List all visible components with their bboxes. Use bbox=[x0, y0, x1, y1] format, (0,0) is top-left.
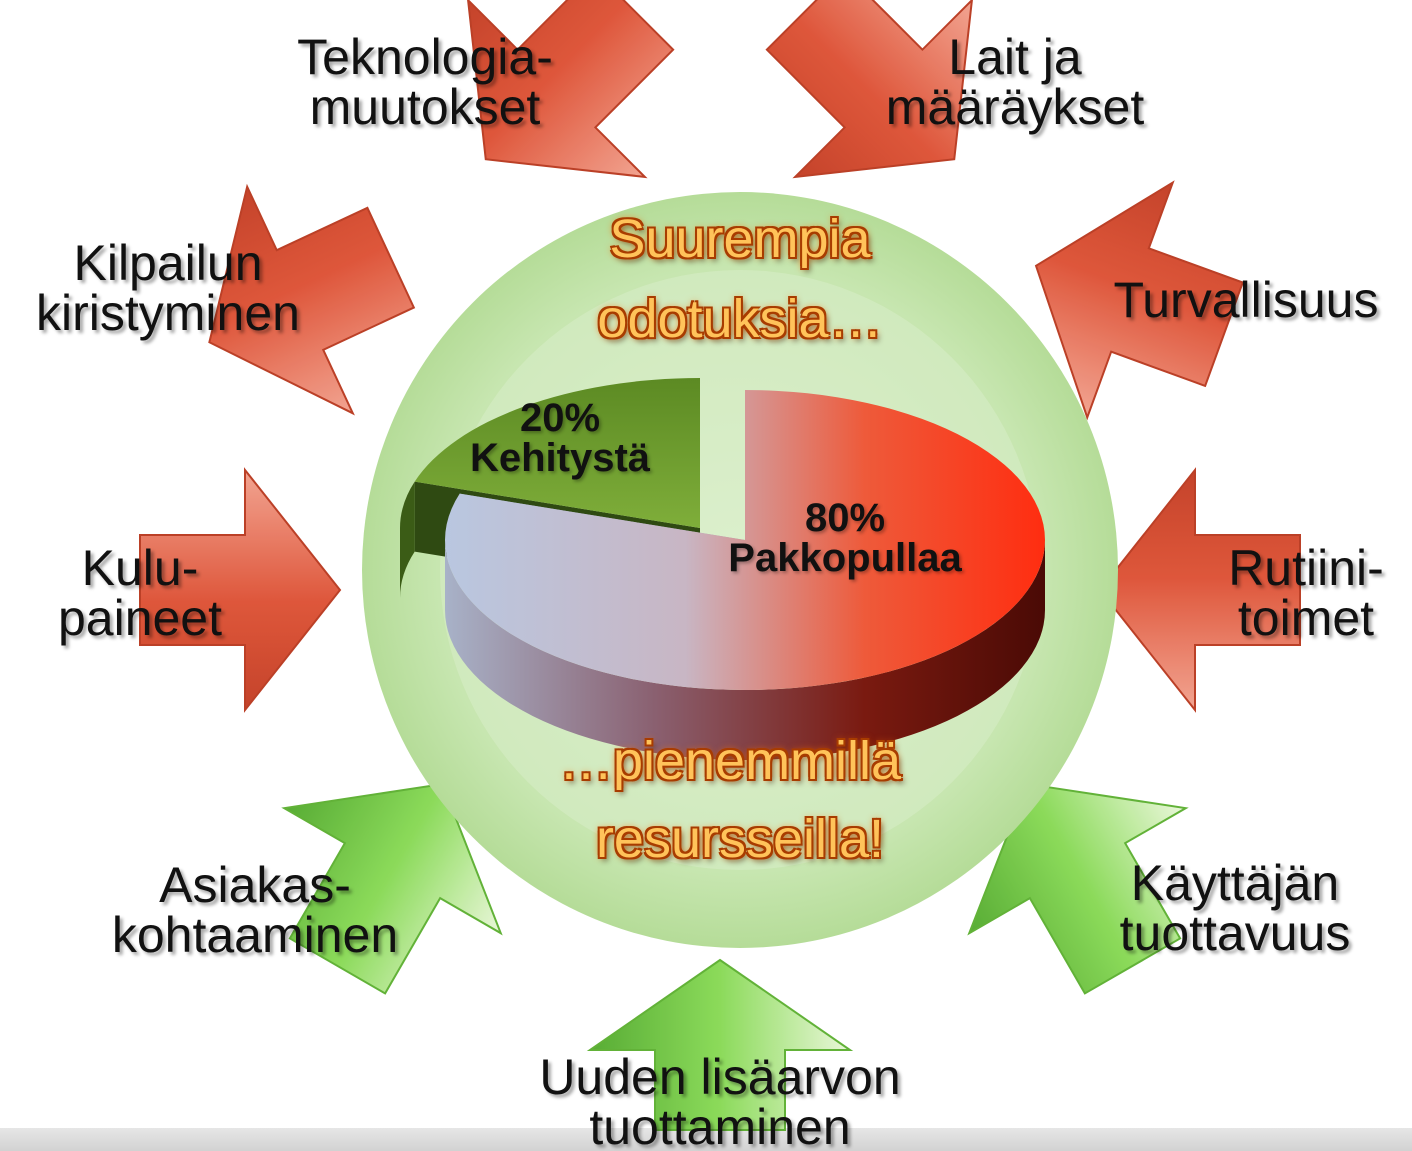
headline-bottom-line-2: resursseilla! bbox=[595, 809, 885, 869]
arrow-rutiini-icon bbox=[1098, 467, 1301, 713]
footer-band bbox=[0, 1128, 1412, 1151]
arrow-asiakas-icon bbox=[281, 782, 503, 995]
label-kilpailun-kiristyminen: Kilpailun kiristyminen bbox=[0, 238, 336, 338]
label-kilpailun-line-2: kiristyminen bbox=[36, 285, 300, 341]
slice-name-kehitysta: Kehitystä bbox=[469, 436, 651, 480]
slice-value-kehitysta: 20% bbox=[519, 396, 601, 440]
label-teknologiamuutokset: Teknologia- muutokset bbox=[250, 32, 600, 132]
label-kulu-line-1: Kulu- bbox=[81, 540, 199, 596]
label-asiakas-line-1: Asiakas- bbox=[159, 857, 351, 913]
pie-slice-kehitysta bbox=[414, 378, 700, 528]
label-kulu-line-2: paineet bbox=[57, 590, 223, 646]
label-teknologia-line-2: muutokset bbox=[309, 79, 541, 135]
headline-bottom-line-1: …pienemmillä bbox=[558, 731, 902, 791]
headline-top-line-2: odotuksia… bbox=[597, 289, 883, 349]
slice-label-pakkopullaa: 80% Pakkopullaa bbox=[690, 498, 1000, 578]
label-asiakaskohtaaminen: Asiakas- kohtaaminen bbox=[80, 860, 430, 960]
label-rutiini-line-1: Rutiini- bbox=[1228, 540, 1384, 596]
arrows-layer bbox=[139, 0, 1301, 1131]
label-rutiini-line-2: toimet bbox=[1237, 590, 1375, 646]
label-lait-ja-maaraykset: Lait ja määräykset bbox=[840, 32, 1190, 132]
label-uuden-line-2: tuottaminen bbox=[589, 1099, 851, 1151]
label-teknologia-line-1: Teknologia- bbox=[297, 29, 553, 85]
arrow-teknologia-icon bbox=[466, 0, 675, 179]
slice-name-pakkopullaa: Pakkopullaa bbox=[728, 536, 962, 580]
pie-slice-pakkopullaa bbox=[444, 390, 1046, 691]
slice-label-kehitysta: 20% Kehitystä bbox=[440, 398, 680, 478]
label-kulupaineet: Kulu- paineet bbox=[20, 543, 260, 643]
label-lait-line-2: määräykset bbox=[885, 79, 1145, 135]
label-kayttajan-tuottavuus: Käyttäjän tuottavuus bbox=[1070, 858, 1400, 958]
arrow-uuden-icon bbox=[586, 958, 854, 1131]
label-kayttajan-line-1: Käyttäjän bbox=[1130, 855, 1340, 911]
label-asiakas-line-2: kohtaaminen bbox=[111, 907, 399, 963]
label-uuden-line-1: Uuden lisäarvon bbox=[539, 1049, 901, 1105]
label-rutiinitoimet: Rutiini- toimet bbox=[1200, 543, 1412, 643]
pie-slice-kehitysta-edge bbox=[400, 481, 415, 598]
arrow-lait-icon bbox=[765, 0, 974, 179]
arrow-kulu-icon bbox=[139, 467, 342, 713]
slice-value-pakkopullaa: 80% bbox=[804, 496, 886, 540]
pie-chart bbox=[400, 378, 1046, 760]
label-lait-line-1: Lait ja bbox=[948, 29, 1082, 85]
pie-slice-pakkopullaa-side bbox=[445, 540, 1045, 760]
arrow-kayttajan-icon bbox=[967, 782, 1189, 995]
label-uuden-lisaarvon-tuottaminen: Uuden lisäarvon tuottaminen bbox=[470, 1052, 970, 1151]
arrow-turvallisuus-icon bbox=[1034, 180, 1245, 421]
headline-top-line-1: Suurempia bbox=[609, 209, 871, 269]
arrow-kilpailun-icon bbox=[208, 183, 416, 416]
label-kilpailun-line-1: Kilpailun bbox=[73, 235, 263, 291]
label-turvallisuus: Turvallisuus bbox=[1113, 272, 1379, 328]
label-kayttajan-line-2: tuottavuus bbox=[1119, 905, 1351, 961]
